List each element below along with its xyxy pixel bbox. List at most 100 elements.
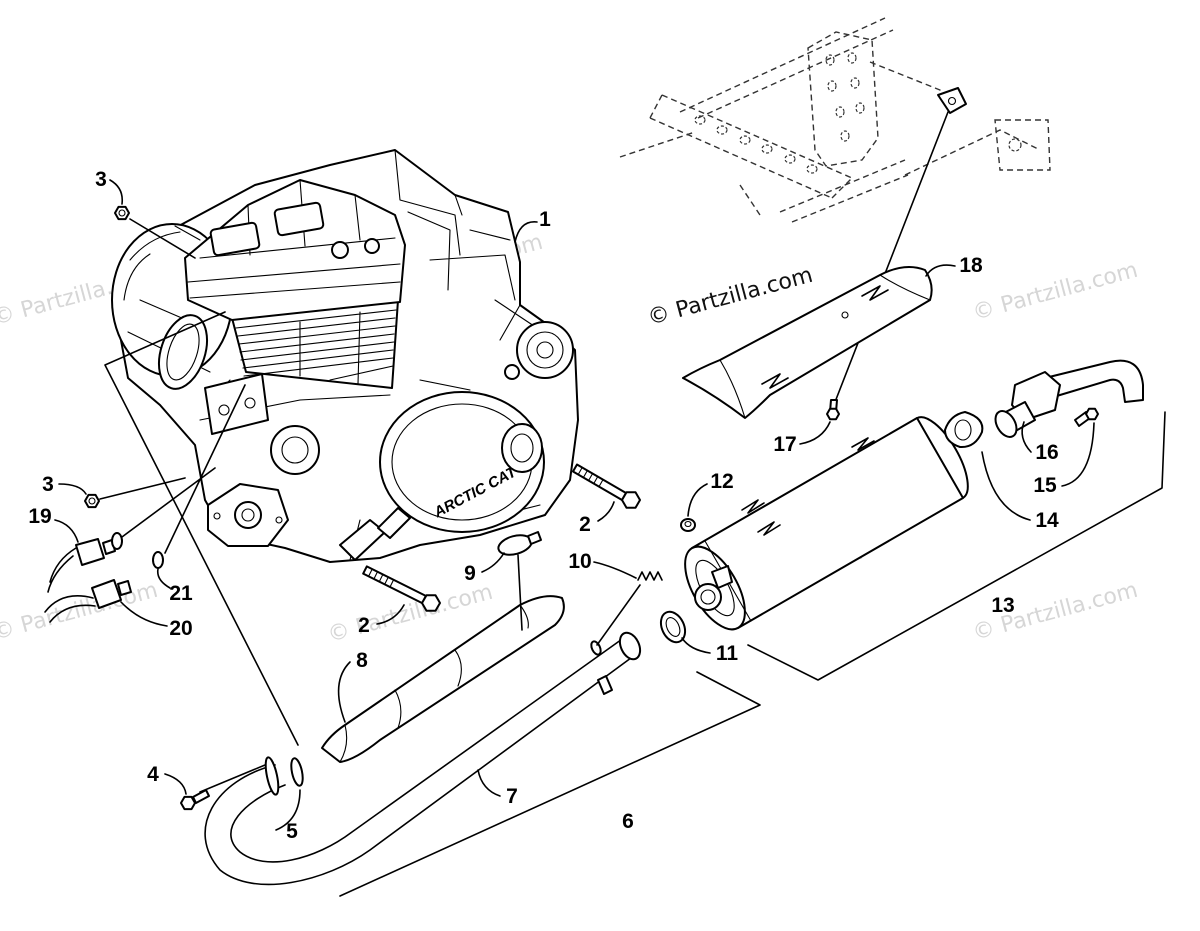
callout-12[interactable]: 12 — [710, 470, 733, 493]
coolant-stub — [377, 507, 411, 539]
pipe-heat-shield-body — [321, 595, 565, 763]
nut-upper-hole — [118, 209, 126, 217]
tailpipe-elbow — [1044, 359, 1144, 403]
engine: ARCTIC CAT — [111, 149, 579, 563]
leader-line-13 — [747, 411, 1166, 681]
frame-hole — [784, 154, 796, 164]
exhaust-bolt-head — [180, 795, 196, 811]
leader-line-18 — [925, 264, 956, 277]
callout-17[interactable]: 17 — [773, 433, 796, 456]
outlet-bolt — [1074, 407, 1099, 427]
head-stud — [364, 238, 380, 254]
muffler-slot — [851, 437, 875, 451]
callout-5[interactable]: 5 — [286, 820, 298, 843]
leader-lines — [54, 179, 1166, 897]
heat-shield-hole — [841, 311, 849, 319]
heat-shield-bolt — [826, 399, 840, 421]
outlet-gasket-hole — [954, 419, 972, 441]
callout-9[interactable]: 9 — [464, 562, 476, 585]
frame-hole — [761, 144, 773, 154]
sensor-upper — [47, 538, 116, 593]
callout-7[interactable]: 7 — [506, 785, 518, 808]
frame-hole — [855, 102, 865, 114]
cylinder-fins — [235, 309, 397, 385]
output-shaft — [536, 341, 554, 359]
grommet-inner — [684, 520, 692, 528]
bolt-shaft — [362, 565, 427, 605]
muffler-heat-shield-body — [682, 265, 933, 419]
cam-cover-right — [273, 201, 325, 237]
callout-2-lower[interactable]: 2 — [358, 614, 370, 637]
washer — [111, 532, 123, 550]
output-shaft-housing — [516, 321, 574, 379]
callout-3-lower[interactable]: 3 — [42, 473, 54, 496]
bolt-boss — [504, 364, 520, 380]
water-pump-inlet-inner — [241, 508, 255, 522]
pipe-heat-shield — [321, 595, 565, 763]
callout-1[interactable]: 1 — [539, 208, 551, 231]
clamp-tab — [527, 531, 542, 545]
callout-8[interactable]: 8 — [356, 649, 368, 672]
callout-6[interactable]: 6 — [622, 810, 634, 833]
leader-line-16 — [1021, 421, 1032, 453]
outlet-gasket — [944, 411, 984, 449]
engine-mount-bolt-lower — [362, 565, 441, 612]
callout-14[interactable]: 14 — [1035, 509, 1059, 532]
sensor-lower — [44, 579, 132, 623]
outlet-gasket-body — [944, 411, 984, 449]
lug-hole — [244, 397, 256, 409]
callout-2-upper[interactable]: 2 — [579, 513, 591, 536]
heat-shield-bolt-head — [826, 407, 840, 421]
leader-line-4 — [164, 764, 266, 795]
callout-11[interactable]: 11 — [716, 642, 739, 665]
leader-line-3-lower — [58, 477, 186, 500]
leader-line-11 — [681, 637, 711, 654]
water-pump-bolt — [275, 516, 283, 524]
sensor-upper-wires — [47, 547, 77, 593]
cylinder-head — [184, 179, 406, 321]
callout-18[interactable]: 18 — [959, 254, 983, 277]
callout-15[interactable]: 15 — [1033, 474, 1057, 497]
frame-mount-tab — [937, 87, 967, 114]
heat-shield-slot — [761, 373, 789, 389]
leader-line-5 — [104, 311, 301, 831]
callout-16[interactable]: 16 — [1035, 441, 1058, 464]
bolt-head — [421, 594, 441, 612]
exhaust-gasket — [290, 757, 304, 787]
washer — [152, 551, 164, 569]
callout-4[interactable]: 4 — [147, 763, 159, 786]
side-cover — [379, 391, 545, 533]
sensor-lower-body — [91, 579, 122, 609]
callout-20[interactable]: 20 — [169, 617, 192, 640]
frame-hole — [739, 135, 751, 145]
engine-mount-bolt-upper — [572, 463, 641, 509]
callout-13[interactable]: 13 — [991, 594, 1014, 617]
nut-upper — [114, 205, 130, 221]
frame-hole — [716, 125, 728, 135]
water-pump-inlet — [234, 501, 262, 529]
oil-filter-cover — [270, 425, 320, 475]
leader-line-15 — [1061, 422, 1095, 487]
frame-hole — [850, 77, 860, 89]
callout-10[interactable]: 10 — [568, 550, 591, 573]
callout-21[interactable]: 21 — [169, 582, 193, 605]
leader-line-6 — [339, 671, 761, 897]
outlet-bolt-head — [1085, 407, 1099, 421]
frame — [619, 17, 1051, 403]
callout-3-upper[interactable]: 3 — [95, 168, 107, 191]
pipe-heat-shield-ridges — [339, 604, 529, 763]
leader-line-19 — [54, 519, 79, 543]
frame-hole — [1008, 138, 1022, 152]
sensor-lower-thread — [117, 580, 132, 596]
exhaust-bolt — [180, 789, 210, 811]
lug-hole — [218, 404, 230, 416]
leader-line-8 — [337, 661, 351, 723]
callout-19[interactable]: 19 — [28, 505, 51, 528]
muffler-slot — [757, 521, 781, 536]
frame-holes — [694, 52, 1022, 174]
leader-line-2-upper — [597, 501, 615, 522]
exhaust-pipe-outer-wall — [204, 654, 636, 886]
cam-cover-left — [209, 221, 261, 257]
water-pump-bolt — [213, 512, 221, 520]
leader-line-17 — [799, 421, 831, 445]
